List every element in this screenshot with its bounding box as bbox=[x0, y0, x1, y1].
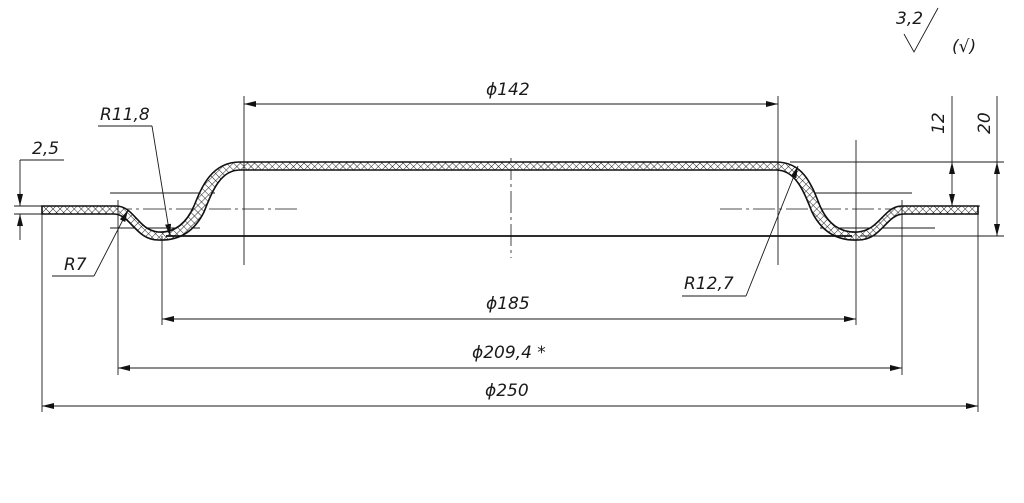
dim-height-12: 12 bbox=[929, 112, 949, 134]
dimension-lines bbox=[17, 96, 1000, 409]
dim-radius-12-7: R12,7 bbox=[684, 274, 734, 294]
dim-diameter-142: ϕ142 bbox=[486, 80, 530, 100]
dim-diameter-209: ϕ209,4 * bbox=[472, 343, 546, 363]
dim-diameter-250: ϕ250 bbox=[485, 381, 529, 401]
surface-finish-value: 3,2 bbox=[896, 9, 923, 29]
dimension-labels: ϕ142 ϕ185 ϕ209,4 * ϕ250 12 20 2,5 R11,8 … bbox=[32, 80, 995, 401]
dim-radius-11-8: R11,8 bbox=[100, 105, 150, 125]
surface-finish-note: (√) bbox=[952, 37, 976, 57]
dim-thickness-2-5: 2,5 bbox=[32, 139, 59, 159]
dim-diameter-185: ϕ185 bbox=[486, 294, 530, 314]
part-section bbox=[41, 161, 979, 241]
dim-radius-7: R7 bbox=[64, 255, 87, 275]
extension-lines bbox=[14, 96, 1004, 412]
radius-leaders bbox=[52, 125, 799, 297]
surface-finish-symbol: 3,2 (√) bbox=[896, 7, 976, 57]
dim-height-20: 20 bbox=[975, 112, 995, 134]
